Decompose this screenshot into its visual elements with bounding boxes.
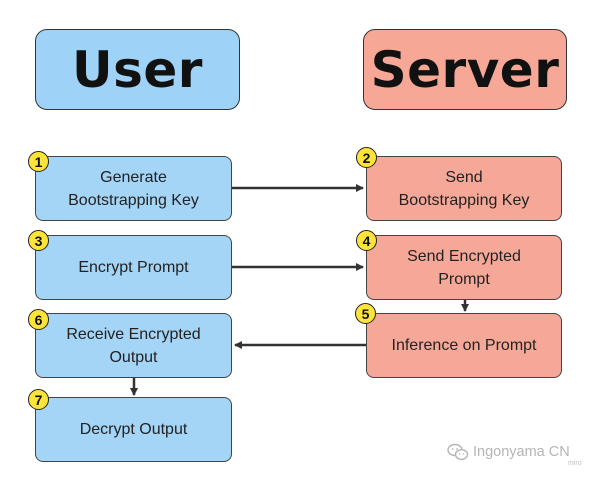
server-header: Server: [363, 29, 567, 110]
step-4-badge: 4: [356, 230, 377, 251]
step-6-badge: 6: [28, 309, 49, 330]
step-3-label: Encrypt Prompt: [78, 259, 189, 276]
watermark-sub: miro: [568, 460, 582, 467]
watermark: Ingonyama CN: [447, 443, 570, 461]
step-7-label: Decrypt Output: [79, 421, 188, 438]
step-3-badge: 3: [28, 230, 49, 251]
wechat-icon: [447, 443, 469, 461]
step-7-box: Decrypt Output: [35, 397, 232, 462]
step-5-box: Inference on Prompt: [366, 313, 562, 378]
step-1-badge: 1: [28, 151, 49, 172]
step-7-badge: 7: [28, 389, 49, 410]
step-5-label: Inference on Prompt: [391, 337, 537, 354]
step-2-badge: 2: [356, 147, 377, 168]
server-header-label: Server: [370, 40, 560, 99]
step-5-badge: 5: [355, 303, 376, 324]
user-header: User: [35, 29, 240, 110]
user-header-label: User: [72, 40, 203, 99]
watermark-text: Ingonyama CN: [473, 444, 570, 460]
step-3-box: Encrypt Prompt: [35, 235, 232, 300]
